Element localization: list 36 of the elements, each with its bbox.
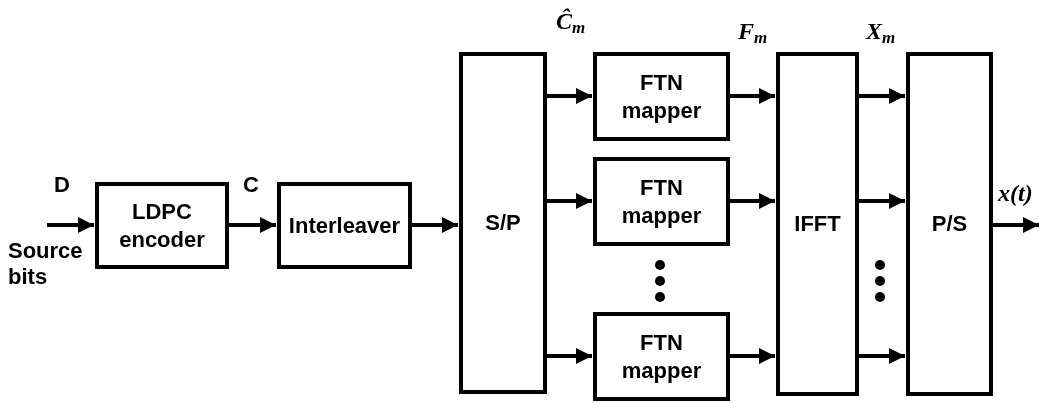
arrow bbox=[993, 217, 1039, 233]
signal-label: D bbox=[54, 172, 70, 199]
arrow bbox=[547, 348, 592, 364]
signal-label: Source bits bbox=[8, 238, 84, 291]
block-label: S/P bbox=[485, 209, 521, 237]
arrow bbox=[730, 88, 775, 104]
block-label: FTN mapper bbox=[620, 69, 703, 124]
process-box bbox=[593, 312, 730, 401]
process-box bbox=[95, 182, 229, 269]
signal-label: Ĉ$_{m}$ bbox=[556, 8, 586, 38]
signal-label: X$_{m}$ bbox=[866, 18, 896, 48]
block-label: LDPC encoder bbox=[118, 198, 206, 253]
process-box bbox=[776, 52, 859, 396]
process-box bbox=[906, 52, 993, 396]
arrow bbox=[859, 193, 905, 209]
block-label: FTN mapper bbox=[620, 174, 703, 229]
signal-label: F$_{m}$ bbox=[738, 18, 768, 48]
arrow bbox=[547, 193, 592, 209]
process-box bbox=[277, 182, 412, 269]
arrow bbox=[229, 217, 276, 233]
arrow bbox=[859, 88, 905, 104]
arrow bbox=[547, 88, 592, 104]
signal-label: C bbox=[243, 172, 259, 199]
arrow bbox=[412, 217, 458, 233]
process-box bbox=[593, 52, 730, 141]
arrow bbox=[730, 193, 775, 209]
arrow bbox=[730, 348, 775, 364]
process-box bbox=[593, 157, 730, 246]
signal-label: x(t) bbox=[998, 180, 1033, 207]
block-label: FTN mapper bbox=[620, 329, 703, 384]
block-label: IFFT bbox=[794, 210, 841, 238]
arrow bbox=[47, 217, 94, 233]
arrow bbox=[859, 348, 905, 364]
block-label: P/S bbox=[931, 210, 968, 238]
process-box bbox=[459, 52, 547, 394]
block-label: Interleaver bbox=[288, 211, 401, 240]
